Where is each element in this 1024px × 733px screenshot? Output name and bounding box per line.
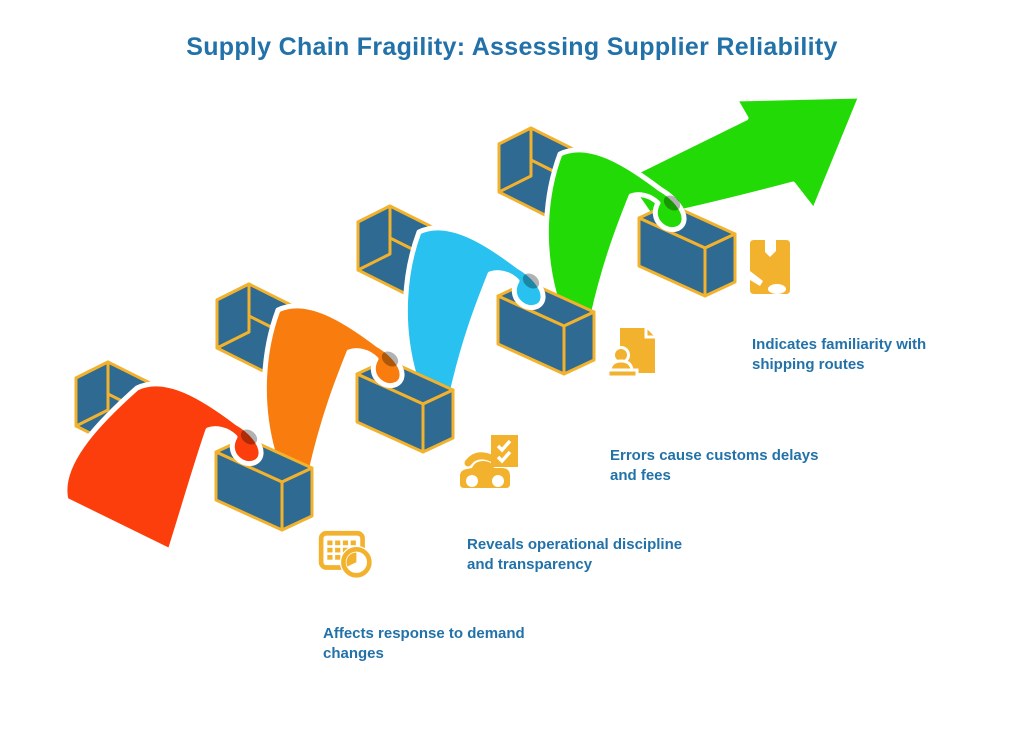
- ribbon-curl-shadow: [522, 273, 540, 289]
- obstacle-bar-face: [74, 360, 110, 428]
- ribbon-curl-shadow: [240, 429, 258, 445]
- calendar-clock-icon: [318, 530, 373, 579]
- ribbon-segment: [261, 303, 405, 474]
- customs-document-icon: [606, 328, 655, 379]
- step-label-customs-delays: Errors cause customs delays and fees: [610, 447, 819, 484]
- ribbon-segment: [402, 225, 546, 396]
- weave-station: [62, 360, 314, 554]
- ribbon-curl-shadow: [381, 351, 399, 367]
- step-label-operational-discipline: Reveals operational discipline and trans…: [467, 536, 683, 573]
- obstacle-bar-face: [421, 388, 455, 454]
- obstacle-bar-face: [497, 126, 533, 194]
- weave-station: [356, 204, 596, 396]
- step-label-demand-changes: Affects response to demand changes: [323, 625, 525, 662]
- obstacle-bar-face: [703, 232, 737, 298]
- package-icon: [750, 240, 790, 294]
- ribbon-segment: [62, 381, 264, 554]
- step-label-shipping-routes: Indicates familiarity with shipping rout…: [752, 336, 927, 373]
- weave-station: [215, 282, 455, 474]
- ribbon-segment: [543, 147, 687, 318]
- page-title: Supply Chain Fragility: Assessing Suppli…: [186, 33, 838, 61]
- weave-station: [497, 126, 737, 318]
- obstacle-bar-face: [280, 466, 314, 532]
- truck-checklist-icon: [460, 435, 518, 488]
- obstacle-bar-face: [356, 204, 392, 272]
- obstacle-bar-face: [562, 310, 596, 376]
- obstacle-bar-face: [215, 282, 251, 350]
- ribbon-curl-shadow: [663, 195, 681, 211]
